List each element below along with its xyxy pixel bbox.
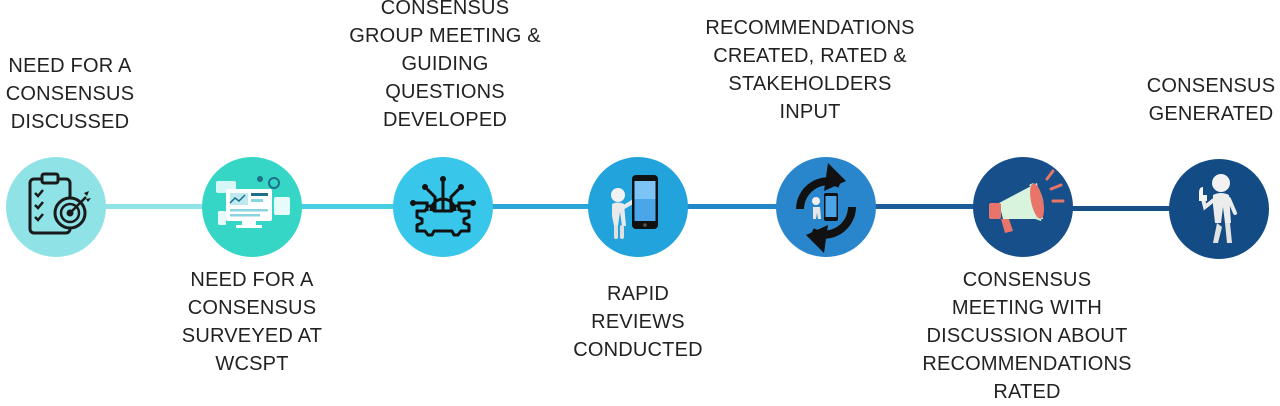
refresh-phone-icon	[796, 163, 856, 253]
step-4-circle	[588, 157, 688, 257]
connector-line-1	[100, 204, 210, 209]
step-2-circle	[202, 157, 302, 257]
person-phone-icon	[611, 175, 658, 239]
step-6-circle	[973, 157, 1073, 257]
step-7-label: CONSENSUS GENERATED	[1146, 75, 1276, 125]
step-1-label: NEED FOR A CONSENSUS DISCUSSED	[5, 55, 135, 133]
step-4-label: RAPID REVIEWS CONDUCTED	[573, 283, 703, 361]
step-3-circle	[393, 157, 493, 257]
step-6-label: CONSENSUS MEETING WITH DISCUSSION ABOUT …	[922, 269, 1132, 403]
step-5-circle	[776, 157, 876, 257]
step-3-label: CONSENSUS GROUP MEETING & GUIDING QUESTI…	[349, 0, 541, 131]
person-thumbs-up-icon	[1199, 174, 1237, 243]
dashboard-survey-icon	[216, 176, 290, 228]
gear-circuit-icon	[410, 176, 476, 237]
connector-line-5	[875, 204, 975, 209]
step-7-circle	[1169, 159, 1269, 259]
step-1-circle	[6, 157, 106, 257]
megaphone-icon	[989, 169, 1065, 233]
step-2-label: NEED FOR A CONSENSUS SURVEYED AT WCSPT	[181, 269, 323, 375]
step-5-label: RECOMMENDATIONS CREATED, RATED & STAKEHO…	[705, 17, 915, 123]
clipboard-target-icon	[28, 172, 91, 235]
connector-line-4	[685, 204, 780, 209]
connector-line-2	[300, 204, 400, 209]
connector-line-3	[490, 204, 590, 209]
connector-line-6	[1070, 206, 1175, 211]
